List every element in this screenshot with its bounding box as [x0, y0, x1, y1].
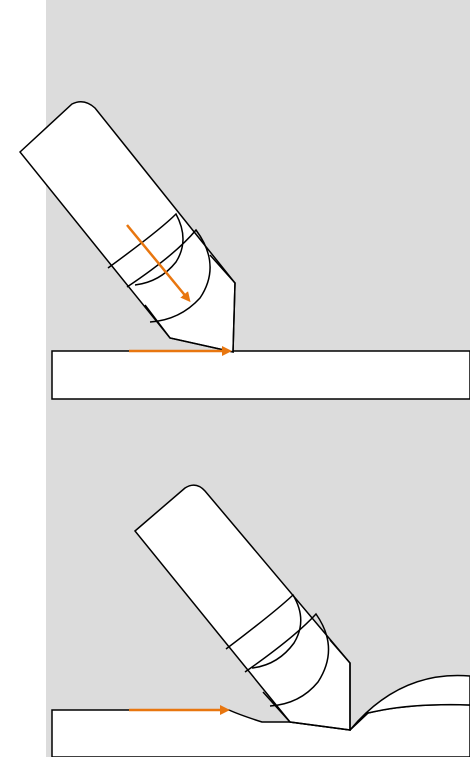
chip-curl: [349, 674, 470, 731]
tool-tip-wedge: [144, 254, 236, 353]
cutting-tool: [133, 484, 351, 731]
tool-ring-1: [225, 593, 302, 669]
tool-ring-2: [126, 228, 211, 323]
workpiece-bar: [51, 350, 470, 400]
bottom-panel: [51, 484, 470, 757]
tool-ring-2: [244, 612, 330, 707]
tool-tip-wedge: [262, 639, 351, 731]
tool-ring-1: [107, 212, 184, 286]
arrow-tool-direction: [126, 224, 191, 303]
top-panel: [18, 101, 470, 400]
